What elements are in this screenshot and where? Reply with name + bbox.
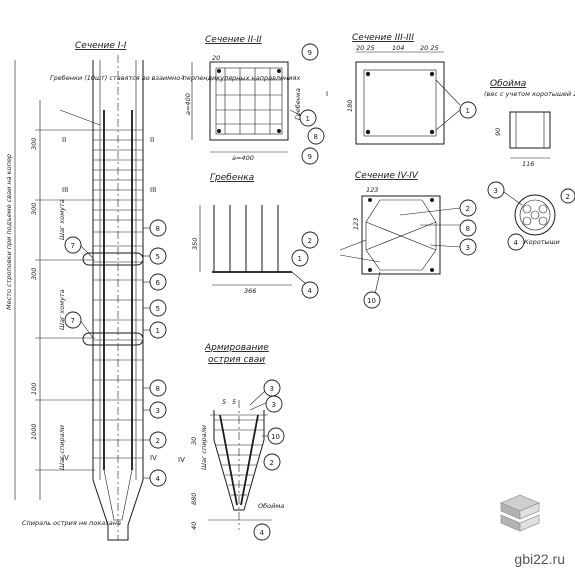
dim-366: 366 bbox=[244, 287, 256, 295]
dim-40: 40 bbox=[190, 522, 198, 530]
mark-9b: 9 bbox=[308, 153, 312, 161]
mark-3c: 3 bbox=[494, 187, 498, 195]
stirrups bbox=[93, 129, 143, 459]
roman-i-s3: I bbox=[326, 90, 328, 98]
dim-116: 116 bbox=[522, 160, 534, 168]
roman-ii-left: II bbox=[62, 136, 66, 144]
mark-3b: 3 bbox=[466, 244, 470, 252]
site-logo-icon bbox=[499, 494, 541, 532]
roman-iii-right: III bbox=[150, 186, 156, 194]
dim-a400-vertical: a=400 bbox=[184, 93, 192, 115]
mark-4c: 4 bbox=[514, 239, 519, 247]
dim-123-side: 123 bbox=[352, 218, 360, 230]
note-sleeve-weight: (вес с учетом коротышей 2,6кг) bbox=[484, 90, 575, 98]
mark-8b: 8 bbox=[156, 385, 160, 393]
spiral-ring-detail: 3 2 4 Коротыши bbox=[487, 181, 575, 251]
section-2: Сечение II-II a=400 a=400 20 I Гребенка … bbox=[182, 35, 325, 165]
dim-180: 180 bbox=[346, 100, 354, 112]
mark-4d: 4 bbox=[260, 529, 265, 537]
mark-7b: 7 bbox=[71, 317, 75, 325]
mark-10a: 10 bbox=[367, 297, 376, 305]
mark-1d: 1 bbox=[298, 255, 302, 263]
label-spiral-pitch: Шаг спирали bbox=[58, 425, 66, 470]
mark-2a: 2 bbox=[156, 437, 160, 445]
dim-20-25-right: 20 25 bbox=[420, 44, 439, 52]
dim-90: 90 bbox=[494, 128, 502, 136]
dim-123-top: 123 bbox=[366, 186, 378, 194]
note-lifting-place: Место строповки при подъеме сваи на копе… bbox=[5, 154, 13, 310]
mark-8a: 8 bbox=[156, 225, 160, 233]
mark-7a: 7 bbox=[71, 242, 75, 250]
mark-9a: 9 bbox=[308, 49, 312, 57]
mark-1c: 1 bbox=[466, 107, 470, 115]
mark-2d: 2 bbox=[566, 193, 570, 201]
dim-5-b: 5 bbox=[232, 398, 236, 406]
mark-2b: 2 bbox=[308, 237, 312, 245]
dim-30: 30 bbox=[190, 437, 198, 445]
label-stirrup-pitch-1: Шаг хомута bbox=[58, 199, 66, 240]
roman-iv-left: IV bbox=[62, 454, 69, 462]
section-3: Сечение III-III 20 25 104 20 25 180 I 1 bbox=[326, 33, 477, 145]
tip-reinforcement: Армирование острия сваи 5 5 880 30 40 Ша… bbox=[178, 343, 285, 541]
dim-20-25-left: 20 25 bbox=[356, 44, 375, 52]
mark-4a: 4 bbox=[156, 475, 161, 483]
pile-section-1: Сечение I-I bbox=[5, 41, 300, 541]
mark-4b: 4 bbox=[308, 287, 313, 295]
mark-3e: 3 bbox=[272, 401, 276, 409]
title-section-2: Сечение II-II bbox=[205, 35, 262, 45]
dim-350: 350 bbox=[191, 238, 199, 250]
dim-a400-horizontal: a=400 bbox=[232, 154, 254, 162]
dim-300-a: 300 bbox=[30, 138, 38, 150]
mark-8c: 8 bbox=[314, 133, 318, 141]
title-comb: Гребенка bbox=[210, 173, 254, 183]
section-4: Сечение IV-IV 123 123 2 8 3 10 bbox=[339, 171, 477, 309]
dim-5-a: 5 bbox=[222, 398, 226, 406]
roman-iv-tip: IV bbox=[178, 456, 185, 464]
dim-300-c: 300 bbox=[30, 268, 38, 280]
title-section-1: Сечение I-I bbox=[75, 41, 127, 51]
watermark-text: gbi22.ru bbox=[514, 551, 565, 567]
roman-iv-right: IV bbox=[150, 454, 157, 462]
note-combs: Гребенки (10шт) ставятся во взаимно-перп… bbox=[50, 74, 300, 82]
roman-ii-right: II bbox=[150, 136, 154, 144]
mark-8d: 8 bbox=[466, 225, 470, 233]
mark-1b: 1 bbox=[306, 115, 310, 123]
title-sleeve: Обойма bbox=[490, 79, 526, 89]
label-spiral-pitch-tip: Шаг спирали bbox=[200, 425, 208, 470]
mark-6a: 6 bbox=[156, 279, 161, 287]
mark-5a: 5 bbox=[156, 253, 160, 261]
mark-2c: 2 bbox=[466, 205, 470, 213]
sleeve-detail: Обойма (вес с учетом коротышей 2,6кг) 11… bbox=[484, 79, 575, 168]
callouts-section-1: 8 5 6 5 1 8 3 2 4 bbox=[64, 219, 167, 487]
mark-10b: 10 bbox=[271, 433, 280, 441]
mark-3a: 3 bbox=[156, 407, 160, 415]
comb-detail: Гребенка 350 366 2 1 4 bbox=[191, 173, 319, 299]
dim-20: 20 bbox=[212, 54, 220, 62]
title-reinforcement: Армирование bbox=[204, 343, 269, 353]
roman-iii-left: III bbox=[62, 186, 68, 194]
roman-i-s2: I bbox=[182, 74, 184, 82]
mark-2e: 2 bbox=[270, 459, 274, 467]
note-spiral: Спираль острия не показана bbox=[22, 519, 121, 527]
title-section-4: Сечение IV-IV bbox=[355, 171, 419, 181]
dim-100: 100 bbox=[30, 383, 38, 395]
mark-5b: 5 bbox=[156, 305, 160, 313]
dim-300-b: 300 bbox=[30, 203, 38, 215]
dim-1000: 1000 bbox=[30, 423, 38, 440]
label-stubs: Коротыши bbox=[524, 238, 560, 246]
label-sleeve-tip: Обойма bbox=[258, 502, 284, 510]
title-pile-tip: острия сваи bbox=[208, 355, 265, 365]
dim-104: 104 bbox=[392, 44, 404, 52]
dim-880: 880 bbox=[190, 493, 198, 505]
mark-1a: 1 bbox=[156, 327, 160, 335]
label-comb-s2: Гребенка bbox=[294, 88, 302, 120]
label-stirrup-pitch-2: Шаг хомута bbox=[58, 289, 66, 330]
title-section-3: Сечение III-III bbox=[352, 33, 414, 43]
mark-3d: 3 bbox=[270, 385, 274, 393]
